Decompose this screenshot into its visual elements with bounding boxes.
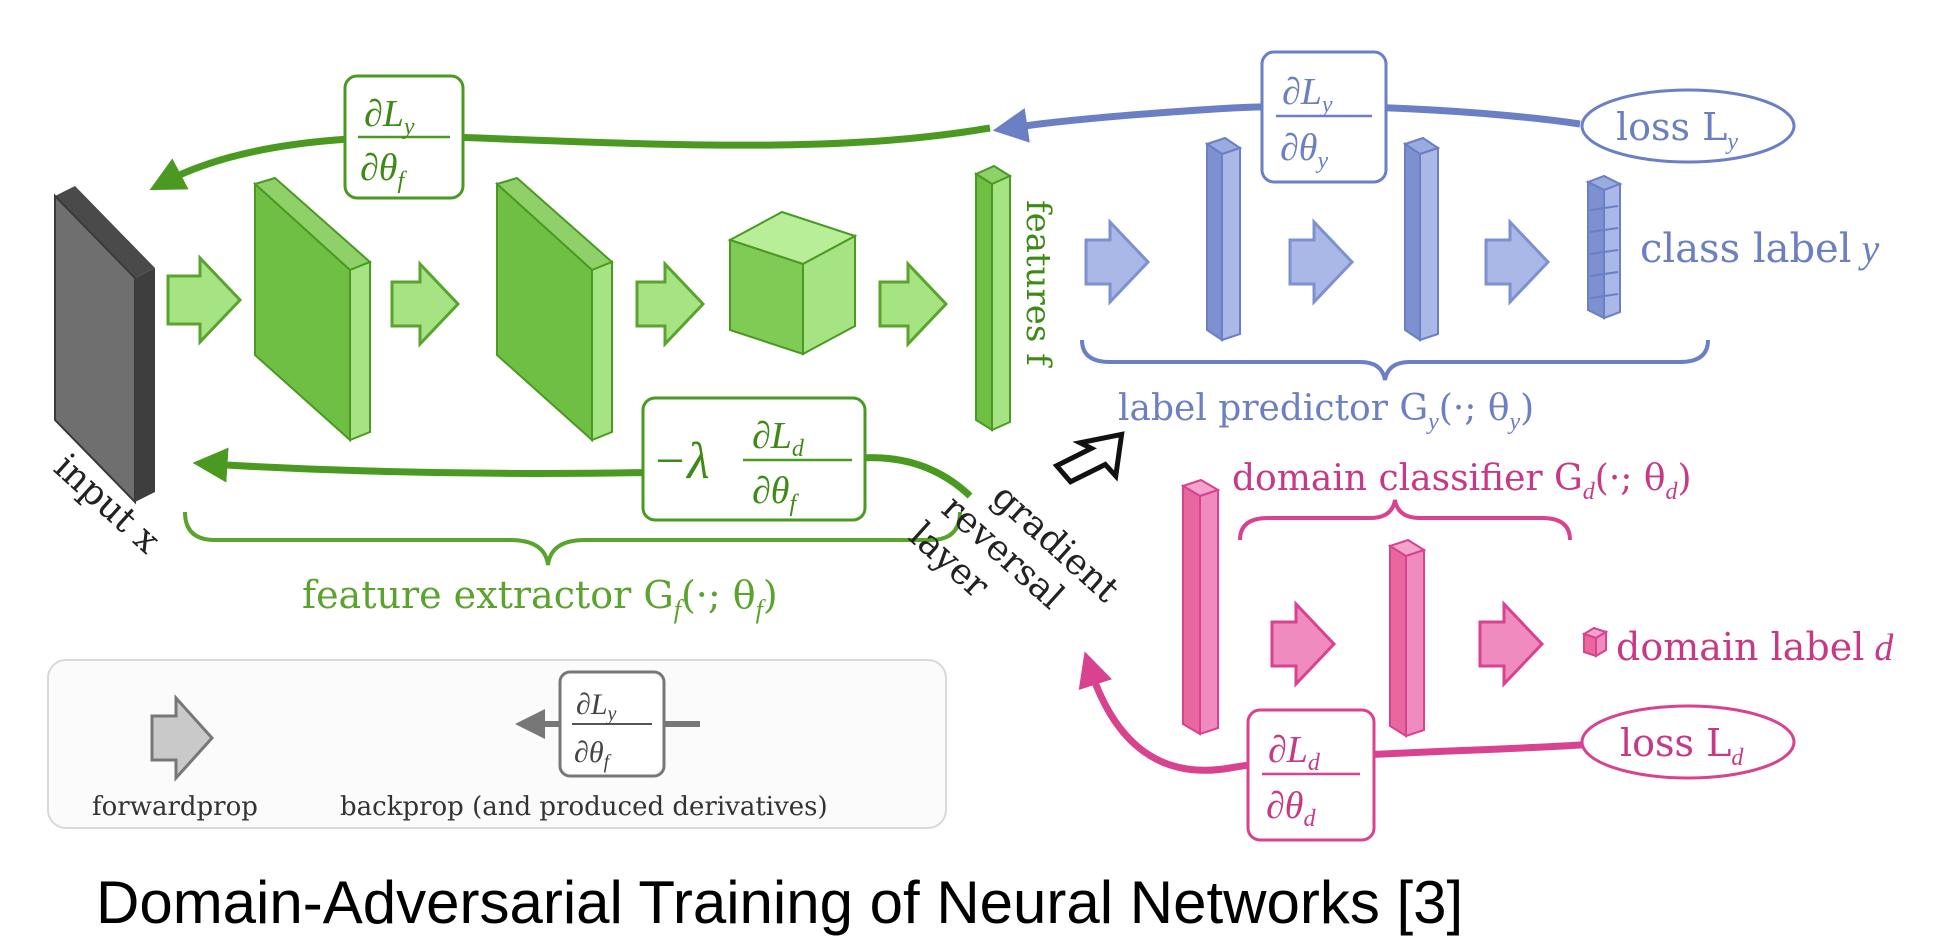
feature-extractor-brace <box>183 511 962 566</box>
gradient-reversal-label: gradient reversal layer <box>901 452 1135 681</box>
pink-layer-1 <box>1180 478 1221 736</box>
green-forward-arrow-3 <box>635 260 706 348</box>
blue-layer-2 <box>1402 136 1441 342</box>
blue-forward-arrow-2 <box>1288 218 1355 306</box>
lambda-derivative-box: −λ ∂Ld ∂θf <box>641 396 867 522</box>
legend-forward-arrow-icon <box>150 694 215 782</box>
svg-text:∂θy: ∂θy <box>1280 127 1328 174</box>
svg-text:∂Ly: ∂Ly <box>364 93 415 140</box>
features-vector <box>973 164 1013 432</box>
svg-text:∂Ly: ∂Ly <box>576 688 617 725</box>
caption: Domain-Adversarial Training of Neural Ne… <box>96 869 1464 936</box>
legend-forwardprop-label: forwardprop <box>92 792 258 822</box>
svg-text:∂Ld: ∂Ld <box>1268 729 1321 776</box>
svg-text:∂θf: ∂θf <box>360 147 407 194</box>
pink-forward-arrow-1 <box>1270 600 1337 688</box>
domain-classifier-label: domain classifier Gd(·; θd) <box>1232 458 1692 505</box>
blue-forward-arrow-3 <box>1484 218 1551 306</box>
loss-d-node: loss Ld <box>1580 704 1796 780</box>
svg-text:−λ: −λ <box>652 433 710 490</box>
svg-text:∂θf: ∂θf <box>574 736 612 773</box>
feature-extractor-label: feature extractor Gf(·; θf) <box>302 573 778 624</box>
svg-text:∂θd: ∂θd <box>1266 785 1316 832</box>
legend-box: forwardprop ∂Ly ∂θf backprop (and produc… <box>47 659 947 829</box>
svg-text:∂θf: ∂θf <box>752 470 799 517</box>
pink-forward-arrow-2 <box>1478 600 1545 688</box>
class-output-vector <box>1585 174 1623 320</box>
green-forward-arrow-1 <box>166 254 243 346</box>
blue-backprop-arrow <box>992 102 1581 143</box>
green-forward-arrow-2 <box>390 260 461 348</box>
gradient-reversal-arrow-icon <box>1052 431 1125 485</box>
legend-backprop-label: backprop (and produced derivatives) <box>340 792 828 822</box>
green-forward-arrow-4 <box>878 260 949 348</box>
blue-forward-arrow-1 <box>1084 218 1151 306</box>
input-slab <box>54 186 155 505</box>
label-predictor-brace <box>1080 339 1710 381</box>
conv-block-3 <box>727 210 858 356</box>
svg-text:loss Ly: loss Ly <box>1616 105 1738 155</box>
loss-y-node: loss Ly <box>1580 88 1796 164</box>
pink-derivative-box: ∂Ld ∂θd <box>1246 708 1376 842</box>
legend-derivative-box: ∂Ly ∂θf <box>558 670 666 778</box>
top-backprop-arrow <box>149 124 991 191</box>
top-derivative-box: ∂Ly ∂θf <box>343 74 465 200</box>
domain-output-cube <box>1581 626 1609 658</box>
domain-classifier-brace <box>1238 499 1572 541</box>
svg-text:∂Ly: ∂Ly <box>1282 71 1333 118</box>
blue-layer-1 <box>1204 136 1243 342</box>
svg-text:∂Ld: ∂Ld <box>752 415 805 462</box>
label-predictor-label: label predictor Gy(·; θy) <box>1118 388 1534 435</box>
conv-block-1 <box>253 176 372 443</box>
conv-block-2 <box>495 176 614 443</box>
pink-layer-2 <box>1387 538 1427 738</box>
svg-text:loss Ld: loss Ld <box>1620 721 1744 771</box>
features-f-label: features f <box>1018 200 1058 368</box>
blue-derivative-box: ∂Ly ∂θy <box>1260 50 1388 184</box>
